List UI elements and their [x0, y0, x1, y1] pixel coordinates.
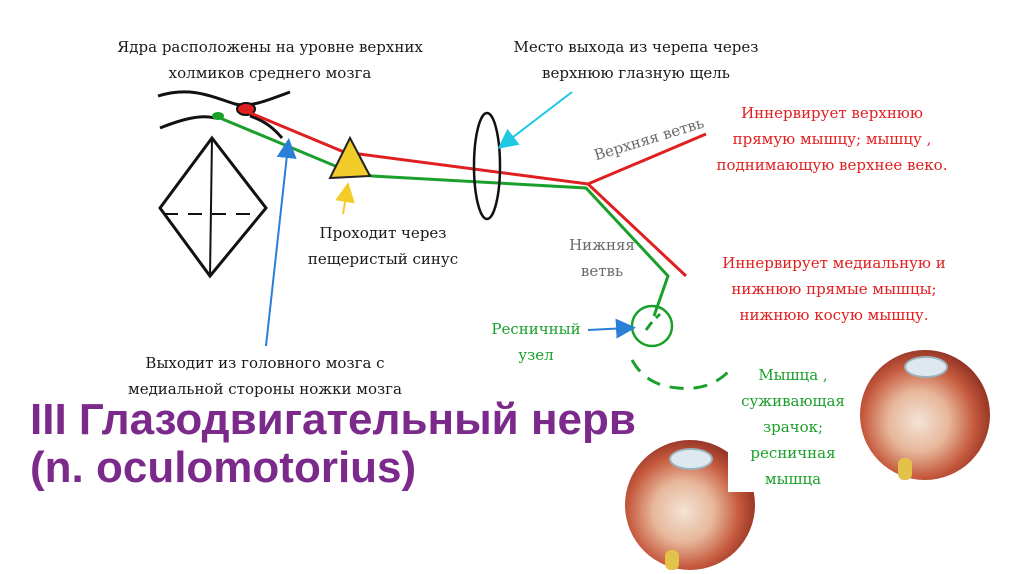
cavernous-label-line-1: Проходит через — [288, 220, 478, 246]
innervates-upper-line-1: Иннервирует верхнюю — [712, 100, 952, 126]
lower-branch-label-line-1: Нижняя — [552, 232, 652, 258]
exit-skull-label-line-1: Место выхода из черепа через — [496, 34, 776, 60]
brainstem-diamond — [160, 138, 266, 276]
exit-brain-label-line-1: Выходит из головного мозга с — [100, 350, 430, 376]
innervates-upper-label: Иннервирует верхнюю прямую мышцу; мышцу … — [712, 100, 952, 178]
short-ciliary-nerves — [632, 360, 728, 388]
lower-branch-label-line-2: ветвь — [552, 258, 652, 284]
ciliary-ganglion-dash-1 — [646, 322, 652, 330]
eye-illustration-right — [860, 350, 990, 480]
pupil-muscle-line-4: ресничная — [728, 440, 858, 466]
nuclei-label-line-1: Ядра расположены на уровне верхних — [100, 34, 440, 60]
innervates-lower-line-1: Иннервирует медиальную и — [708, 250, 960, 276]
exit-brain-arrow — [266, 146, 288, 346]
pupil-muscle-line-5: мышца — [728, 466, 858, 492]
lower-branch-label: Нижняя ветвь — [552, 232, 652, 284]
midbrain-upper-curve — [158, 92, 290, 105]
slide-title: III Глазодвигательный нерв (n. oculomoto… — [30, 396, 690, 492]
exit-skull-arrow — [504, 92, 572, 144]
slide-title-line-2: (n. oculomotorius) — [30, 444, 690, 492]
ciliary-ganglion-label: Ресничный узел — [486, 316, 586, 368]
pupil-muscle-line-2: суживающая — [728, 388, 858, 414]
optic-nerve-right — [898, 458, 912, 480]
exit-skull-label-line-2: верхнюю глазную щель — [496, 60, 776, 86]
innervates-upper-line-3: поднимающую верхнее веко. — [712, 152, 952, 178]
cavernous-label: Проходит через пещеристый синус — [288, 220, 478, 272]
cavernous-label-line-2: пещеристый синус — [288, 246, 478, 272]
ciliary-ganglion-label-line-2: узел — [486, 342, 586, 368]
innervates-lower-line-3: нижнюю косую мышцу. — [708, 302, 960, 328]
brainstem-axis — [210, 138, 212, 276]
cavernous-sinus-triangle — [330, 138, 370, 178]
innervates-upper-line-2: прямую мышцу; мышцу , — [712, 126, 952, 152]
exit-skull-label: Место выхода из черепа через верхнюю гла… — [496, 34, 776, 86]
nuclei-label: Ядра расположены на уровне верхних холми… — [100, 34, 440, 86]
pupil-muscle-line-1: Мышца , — [728, 362, 858, 388]
ciliary-ganglion-dash-2 — [656, 314, 660, 318]
pupil-muscle-line-3: зрачок; — [728, 414, 858, 440]
ganglion-arrow — [588, 328, 628, 330]
orbital-fissure-ellipse — [474, 113, 500, 219]
nuclei-label-line-2: холмиков среднего мозга — [100, 60, 440, 86]
cavernous-arrow — [343, 190, 347, 214]
midbrain-lower-curve — [160, 117, 215, 128]
eye-lens-right — [904, 356, 948, 378]
pupil-muscle-label: Мышца , суживающая зрачок; ресничная мыш… — [728, 362, 858, 492]
ciliary-ganglion-circle — [632, 306, 672, 346]
slide-title-line-1: III Глазодвигательный нерв — [30, 396, 690, 444]
ciliary-ganglion-label-line-1: Ресничный — [486, 316, 586, 342]
optic-nerve-left — [665, 550, 679, 570]
innervates-lower-label: Иннервирует медиальную и нижнюю прямые м… — [708, 250, 960, 328]
innervates-lower-line-2: нижнюю прямые мышцы; — [708, 276, 960, 302]
